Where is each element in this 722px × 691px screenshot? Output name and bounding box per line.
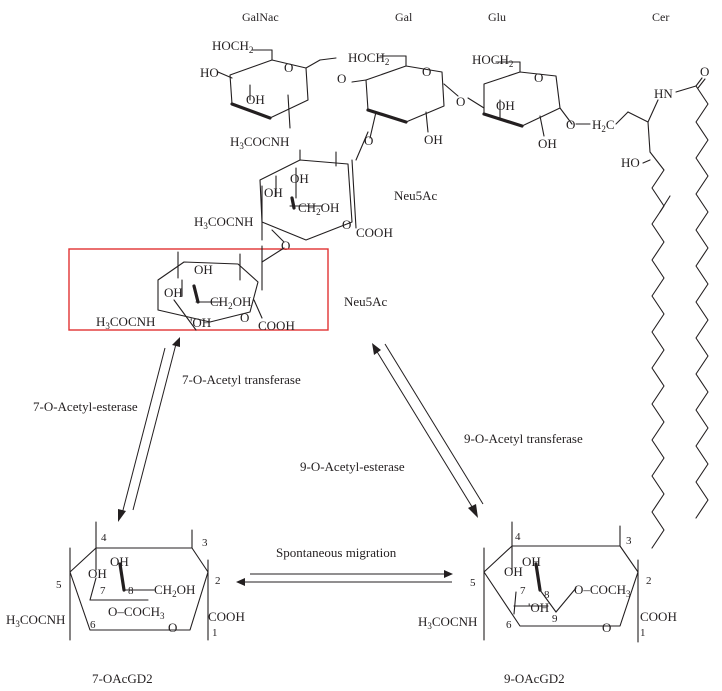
arrow-7-pair (118, 337, 180, 522)
oacgd2-7-h3cocnh: H3COCNH (6, 612, 65, 629)
gal-ring: HOCH2 O OH (348, 50, 459, 147)
oacgd2-9-pos-8: 8 (544, 589, 550, 601)
neu5ac-boxed-ring-o: O (240, 310, 249, 325)
oacgd2-9-pos-9: 9 (552, 613, 558, 625)
neu5ac-top-ring-o: O (342, 217, 351, 232)
gal-ring-o: O (422, 64, 431, 79)
product-7-label: 7-OAcGD2 (92, 671, 153, 686)
cer-h2c: H2C (592, 117, 615, 134)
oacgd2-7-pos-1: 1 (212, 627, 218, 639)
neu5ac-top-oh-1: OH (264, 185, 283, 200)
gal-hoch2: HOCH2 (348, 50, 389, 67)
glu-ring-o: O (534, 70, 543, 85)
oacgd2-9-pos-6: 6 (506, 619, 512, 631)
oacgd2-7-pos-2: 2 (215, 575, 221, 587)
oacgd2-7-ring-o: O (168, 620, 177, 635)
neu5ac-boxed-h3cocnh: H3COCNH (96, 314, 155, 331)
neu5ac-boxed-oh-2: OH (164, 285, 183, 300)
glyco-o-5: O (281, 238, 290, 253)
neu5ac-top-oh-2: OH (290, 171, 309, 186)
oacgd2-7-cooh: COOH (208, 609, 245, 624)
oacgd2-9-oh: OH (504, 564, 523, 579)
neu5ac-boxed-label: Neu5Ac (344, 294, 388, 309)
oacgd2-7-pos-7: 7 (100, 585, 106, 597)
neu5ac-top-ch2oh: CH2OH (298, 200, 339, 217)
neu5ac-top: OH OH CH2OH H3COCNH O COOH Neu5Ac (194, 131, 438, 243)
neu5ac-boxed-oh-1: OH (194, 262, 213, 277)
neu5ac-top-cooh: COOH (356, 225, 393, 240)
galnac-ring-o: O (284, 60, 293, 75)
cer-ho: HO (621, 155, 640, 170)
oacgd2-7-pos-4: 4 (101, 532, 107, 544)
enzyme-7-esterase: 7-O-Acetyl-esterase (33, 399, 138, 414)
oacgd2-9-ring-o: O (602, 620, 611, 635)
oacgd2-9-pos-4: 4 (515, 531, 521, 543)
galnac-hoch2: HOCH2 (212, 38, 253, 55)
oacgd2-9-cooh: COOH (640, 609, 677, 624)
highlight-box (68, 248, 329, 331)
neu5ac-boxed-oh-3: 'OH (190, 315, 211, 330)
oacgd2-7-oh-8: OH (110, 554, 129, 569)
enzyme-7-transferase: 7-O-Acetyl transferase (182, 372, 301, 387)
header-galnac: GalNac (242, 10, 279, 24)
migration-label: Spontaneous migration (276, 545, 397, 560)
glyco-o-3: O (364, 133, 373, 148)
ceramide: H2C HN O HO (592, 64, 709, 549)
enzyme-9-transferase: 9-O-Acetyl transferase (464, 431, 583, 446)
oacgd2-9-pos-1: 1 (640, 627, 646, 639)
enzyme-9-esterase: 9-O-Acetyl-esterase (300, 459, 405, 474)
oacgd2-9-pos-3: 3 (626, 535, 632, 547)
oacgd2-9-pos-2: 2 (646, 575, 652, 587)
oacgd2-9-acetyl: O–COCH3 (574, 582, 631, 599)
gal-oh: OH (424, 132, 443, 147)
oacgd2-7-pos-3: 3 (202, 537, 208, 549)
arrow-migration-pair (236, 570, 453, 586)
glyco-o-4: O (566, 117, 575, 132)
neu5ac-boxed-cooh: COOH (258, 318, 295, 333)
neu5ac-boxed-ch2oh: CH2OH (210, 294, 251, 311)
product-9-label: 9-OAcGD2 (504, 671, 565, 686)
glyco-o-2: O (456, 94, 465, 109)
neu5ac-boxed: OH OH 'OH CH2OH H3COCNH O COOH Neu5Ac (96, 245, 388, 333)
glu-oh-1: OH (496, 98, 515, 113)
galnac-oh: OH (246, 92, 265, 107)
oacgd2-9-oh-7: 'OH (528, 600, 549, 615)
header-glu: Glu (488, 10, 506, 24)
neu5ac-top-label: Neu5Ac (394, 188, 438, 203)
cer-hn: HN (654, 86, 673, 101)
glu-oh-2: OH (538, 136, 557, 151)
arrow-9-pair (372, 343, 484, 518)
oacgd2-7-acetyl: O–COCH3 (108, 604, 165, 621)
oacgd2-7: OH OH CH2OH O–COCH3 H3COCNH O COOH 4 3 2… (6, 521, 245, 686)
oacgd2-9-oh-8: OH (522, 554, 541, 569)
glu-hoch2: HOCH2 (472, 52, 513, 69)
galnac-ho: HO (200, 65, 219, 80)
glu-ring: HOCH2 O OH OH O (467, 52, 591, 151)
oacgd2-9-h3cocnh: H3COCNH (418, 614, 477, 631)
oacgd2-7-pos-8: 8 (128, 585, 134, 597)
galnac-ring: HOCH2 HO O OH H3COCNH (200, 38, 337, 151)
oacgd2-7-oh: OH (88, 566, 107, 581)
glyco-o-1: O (337, 71, 346, 86)
header-cer: Cer (652, 10, 669, 24)
oacgd2-7-ch2oh: CH2OH (154, 582, 195, 599)
oacgd2-9-pos-5: 5 (470, 577, 476, 589)
header-gal: Gal (395, 10, 413, 24)
oacgd2-9: OH OH 'OH O–COCH3 H3COCNH O COOH 4 3 2 1… (418, 521, 677, 686)
neu5ac-top-h3cocnh: H3COCNH (194, 214, 253, 231)
cer-carbonyl-o: O (700, 64, 709, 79)
oacgd2-9-pos-7: 7 (520, 585, 526, 597)
galnac-h3cocnh: H3COCNH (230, 134, 289, 151)
oacgd2-7-pos-6: 6 (90, 619, 96, 631)
oacgd2-7-pos-5: 5 (56, 579, 62, 591)
